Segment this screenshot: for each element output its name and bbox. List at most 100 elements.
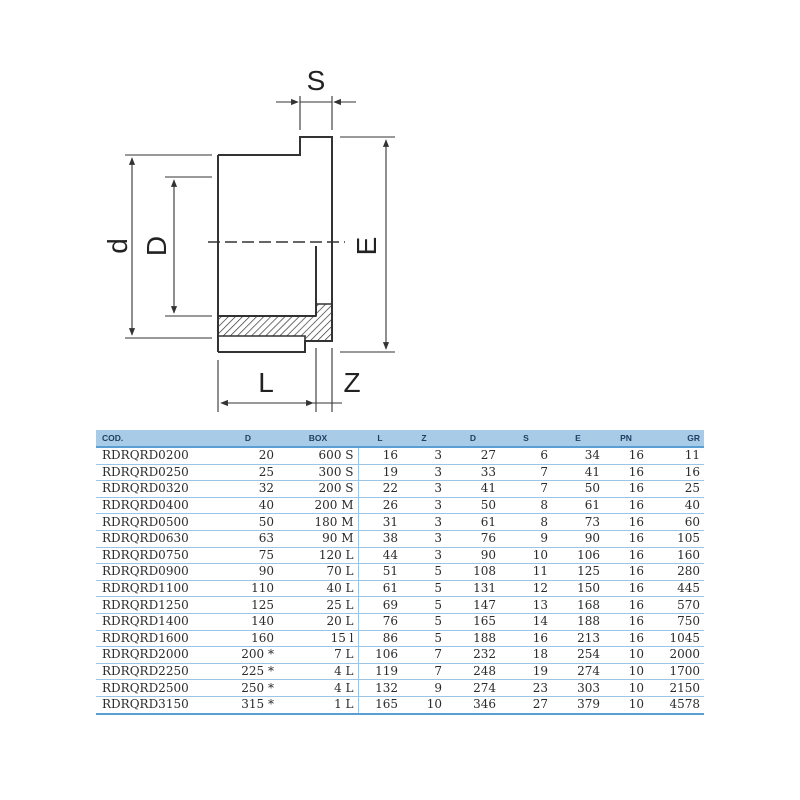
table-cell: 315 * [218,696,278,715]
table-cell: 3 [402,530,446,548]
table-cell: 4 L [278,679,359,697]
header-d-outer: D [446,430,500,448]
table-cell: 106 [358,646,402,664]
table-cell: 19 [358,464,402,482]
table-cell: 10 [402,696,446,715]
table-cell: 7 L [278,646,359,664]
table-cell: RDRQRD3150 [96,696,218,715]
table-cell: 16 [604,630,648,648]
header-cod: COD. [96,430,218,448]
table-cell: 90 [552,530,604,548]
table-cell: 69 [358,596,402,614]
table-cell: RDRQRD1100 [96,580,218,598]
header-gr: GR [648,430,704,448]
table-cell: 160 [648,547,704,565]
table-cell: RDRQRD0900 [96,563,218,581]
header-pn: PN [604,430,648,448]
table-cell: 4 L [278,663,359,681]
table-cell: 160 [218,630,278,648]
table-cell: 132 [358,679,402,697]
table-cell: 346 [446,696,500,715]
table-cell: RDRQRD2500 [96,679,218,697]
table-cell: 31 [358,513,402,531]
table-cell: 168 [552,596,604,614]
header-e: E [552,430,604,448]
table-cell: 274 [446,679,500,697]
table-cell: 3 [402,547,446,565]
table-cell: 32 [218,480,278,498]
table-cell: 70 L [278,563,359,581]
table-cell: 26 [358,497,402,515]
table-cell: 213 [552,630,604,648]
table-cell: 61 [358,580,402,598]
table-cell: 11 [500,563,552,581]
table-cell: RDRQRD0320 [96,480,218,498]
table-cell: 19 [500,663,552,681]
table-cell: 750 [648,613,704,631]
table-cell: 41 [552,464,604,482]
table-cell: 90 [218,563,278,581]
table-cell: 248 [446,663,500,681]
table-cell: 232 [446,646,500,664]
table-cell: 5 [402,580,446,598]
table-cell: RDRQRD1250 [96,596,218,614]
table-cell: 75 [218,547,278,565]
table-cell: 165 [446,613,500,631]
table-cell: 225 * [218,663,278,681]
table-cell: 1700 [648,663,704,681]
table-cell: 379 [552,696,604,715]
table-cell: 9 [402,679,446,697]
table-cell: 13 [500,596,552,614]
table-cell: 188 [552,613,604,631]
table-cell: 16 [604,547,648,565]
table-cell: 200 * [218,646,278,664]
table-cell: 40 [218,497,278,515]
table-cell: 105 [648,530,704,548]
table-cell: RDRQRD1600 [96,630,218,648]
label-l: L [258,367,274,398]
table-cell: 3 [402,497,446,515]
table-cell: 16 [648,464,704,482]
table-cell: 254 [552,646,604,664]
table-cell: 16 [604,447,648,465]
table-cell: 9 [500,530,552,548]
table-cell: 14 [500,613,552,631]
table-cell: 76 [358,613,402,631]
table-cell: 23 [500,679,552,697]
table-cell: 110 [218,580,278,598]
table-cell: 33 [446,464,500,482]
table-cell: 90 [446,547,500,565]
table-cell: RDRQRD0500 [96,513,218,531]
table-cell: 7 [402,646,446,664]
table-cell: 600 S [278,447,359,465]
table-cell: 10 [604,696,648,715]
header-s: S [500,430,552,448]
table-cell: 40 L [278,580,359,598]
table-cell: 300 S [278,464,359,482]
table-cell: 60 [648,513,704,531]
table-cell: 25 [648,480,704,498]
table-cell: 120 L [278,547,359,565]
table-cell: 200 S [278,480,359,498]
table-cell: 165 [358,696,402,715]
table-cell: 18 [500,646,552,664]
table-cell: 140 [218,613,278,631]
table-cell: 34 [552,447,604,465]
table-cell: 61 [446,513,500,531]
table-cell: 10 [604,646,648,664]
table-cell: 1 L [278,696,359,715]
label-d-inner: D [141,236,172,256]
table-cell: 16 [604,563,648,581]
hatched-section [217,303,333,342]
table-cell: 188 [446,630,500,648]
table-cell: RDRQRD0750 [96,547,218,565]
